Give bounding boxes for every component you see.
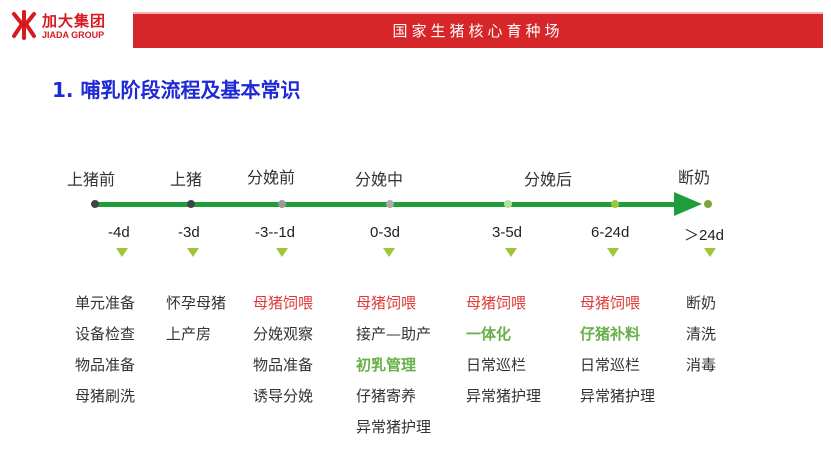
day-label: ＞24d bbox=[684, 227, 725, 244]
day-label: -4d bbox=[108, 224, 130, 241]
task-item: 物品准备 bbox=[75, 356, 136, 374]
task-item: 日常巡栏 bbox=[580, 356, 641, 374]
page-title: 1. 哺乳阶段流程及基本常识 bbox=[52, 78, 301, 102]
task-column: 母猪饲喂仔猪补料日常巡栏异常猪护理 bbox=[580, 288, 655, 412]
down-triangle-icon bbox=[383, 248, 395, 257]
stage-label: 上猪前 bbox=[67, 170, 116, 189]
task-item: 接产—助产 bbox=[356, 325, 432, 343]
day-label: -3d bbox=[178, 224, 200, 241]
task-item: 母猪饲喂 bbox=[253, 294, 314, 312]
down-triangle-icon bbox=[505, 248, 517, 257]
task-item: 母猪饲喂 bbox=[356, 294, 417, 312]
down-triangle-icon bbox=[187, 248, 199, 257]
task-column: 断奶清洗消毒 bbox=[686, 288, 716, 381]
timeline-marker bbox=[504, 200, 512, 208]
task-item: 异常猪护理 bbox=[580, 387, 656, 405]
day-label: 6-24d bbox=[591, 224, 630, 241]
task-item: 上产房 bbox=[166, 325, 212, 343]
day-label: -3--1d bbox=[255, 224, 296, 241]
timeline-marker bbox=[704, 200, 712, 208]
company-logo: 加大集团 JIADA GROUP bbox=[10, 8, 130, 48]
task-column: 母猪饲喂接产—助产初乳管理仔猪寄养异常猪护理 bbox=[356, 288, 431, 443]
day-label: 0-3d bbox=[370, 224, 401, 241]
task-column: 母猪饲喂分娩观察物品准备诱导分娩 bbox=[253, 288, 313, 412]
task-item: 分娩观察 bbox=[253, 325, 314, 343]
task-item: 断奶 bbox=[686, 294, 717, 312]
task-item: 异常猪护理 bbox=[466, 387, 542, 405]
jiada-logo-icon bbox=[12, 10, 36, 40]
down-triangle-icon bbox=[704, 248, 716, 257]
stage-label: 分娩后 bbox=[524, 170, 573, 189]
task-item: 仔猪寄养 bbox=[356, 387, 417, 405]
timeline-marker bbox=[386, 200, 394, 208]
task-item: 日常巡栏 bbox=[466, 356, 527, 374]
down-triangle-icon bbox=[116, 248, 128, 257]
stage-label: 上猪 bbox=[170, 170, 203, 189]
task-item: 物品准备 bbox=[253, 356, 314, 374]
header-banner: 国家生猪核心育种场 bbox=[133, 12, 823, 48]
task-item: 仔猪补料 bbox=[580, 325, 641, 343]
task-item: 异常猪护理 bbox=[356, 418, 432, 436]
logo-chinese-name: 加大集团 bbox=[42, 12, 107, 30]
task-item: 一体化 bbox=[466, 325, 512, 343]
stage-label: 断奶 bbox=[678, 168, 711, 187]
task-item: 怀孕母猪 bbox=[166, 294, 227, 312]
timeline-marker bbox=[611, 200, 619, 208]
task-item: 清洗 bbox=[686, 325, 717, 343]
stage-label: 分娩前 bbox=[247, 168, 296, 187]
banner-title: 国家生猪核心育种场 bbox=[392, 22, 564, 40]
task-item: 设备检查 bbox=[75, 325, 136, 343]
task-item: 消毒 bbox=[686, 356, 717, 374]
task-item: 单元准备 bbox=[75, 294, 136, 312]
task-item: 初乳管理 bbox=[356, 356, 417, 374]
down-triangle-icon bbox=[607, 248, 619, 257]
task-item: 诱导分娩 bbox=[253, 387, 314, 405]
timeline-marker bbox=[91, 200, 99, 208]
task-item: 母猪刷洗 bbox=[75, 387, 136, 405]
task-column: 怀孕母猪上产房 bbox=[166, 288, 226, 350]
day-label: 3-5d bbox=[492, 224, 523, 241]
stage-label: 分娩中 bbox=[355, 170, 404, 189]
down-triangle-icon bbox=[276, 248, 288, 257]
timeline-arrow-icon bbox=[674, 192, 702, 216]
logo-english-name: JIADA GROUP bbox=[42, 30, 105, 40]
task-column: 单元准备设备检查物品准备母猪刷洗 bbox=[75, 288, 135, 412]
task-column: 母猪饲喂一体化日常巡栏异常猪护理 bbox=[466, 288, 541, 412]
task-item: 母猪饲喂 bbox=[580, 294, 641, 312]
task-item: 母猪饲喂 bbox=[466, 294, 527, 312]
timeline-marker bbox=[278, 200, 286, 208]
timeline-marker bbox=[187, 200, 195, 208]
